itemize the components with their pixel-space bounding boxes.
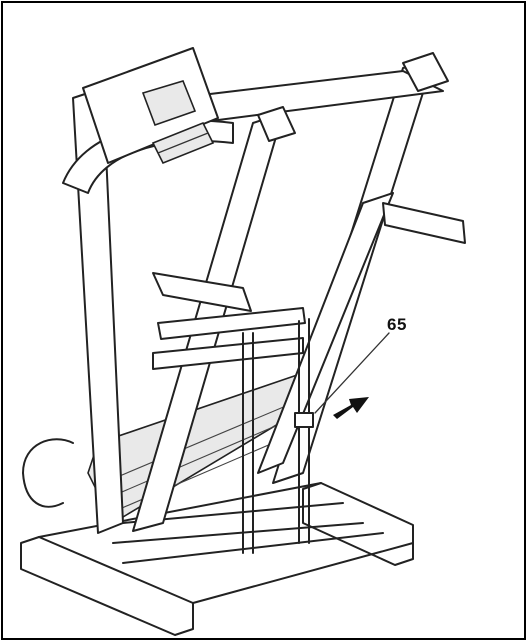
base-frame (20, 482, 414, 636)
callout-leader (314, 332, 390, 414)
treadmill-illustration (20, 47, 466, 636)
part-callout-label: 65 (387, 315, 407, 334)
end-caps (257, 52, 449, 142)
insertion-arrow (333, 397, 369, 419)
console (82, 47, 219, 165)
crossbars (152, 307, 314, 554)
